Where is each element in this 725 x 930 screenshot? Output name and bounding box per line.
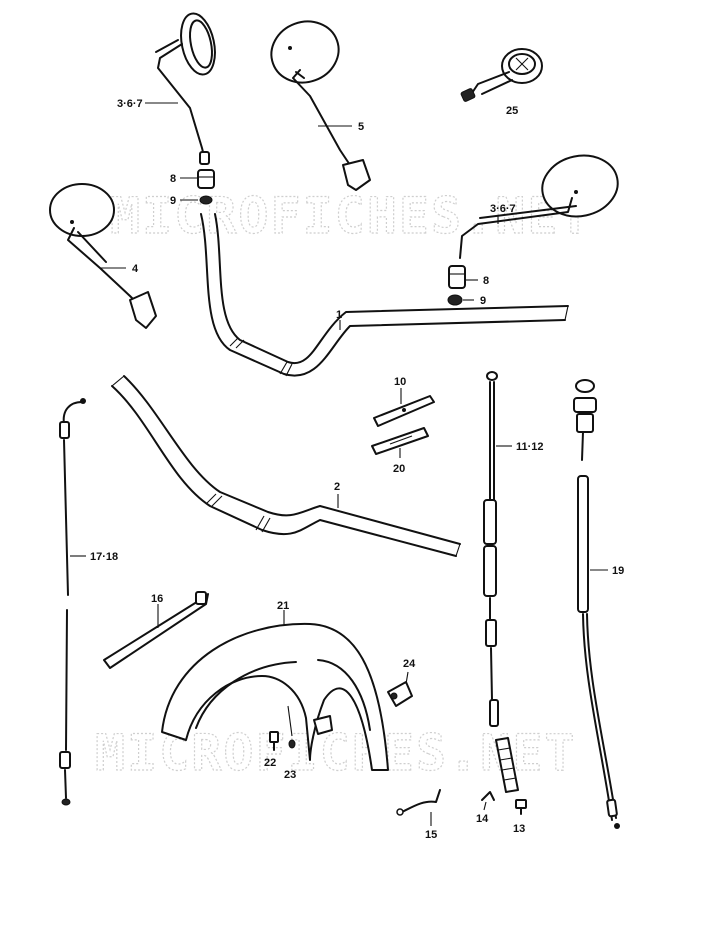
washer-right [447, 294, 463, 306]
label-nut-right: 8 [483, 275, 489, 287]
spring-15 [396, 789, 441, 816]
label-washer-left: 9 [170, 195, 176, 207]
label-fender-21: 21 [277, 600, 289, 612]
label-handlebar-2: 2 [334, 481, 340, 493]
bolt-22 [269, 731, 279, 751]
gauge-25 [460, 48, 543, 102]
label-cable-11-12: 11·12 [516, 441, 544, 453]
cable-17-18 [59, 398, 86, 806]
pin-14 [481, 791, 495, 801]
label-mirror-lower-right: 3·6·7 [490, 203, 516, 215]
label-cable-17-18: 17·18 [90, 551, 118, 563]
label-washer-23: 23 [284, 769, 296, 781]
label-mirror-upper-right: 5 [358, 121, 364, 133]
label-strap-20: 20 [393, 463, 405, 475]
mirror-lower-right [459, 154, 619, 259]
label-spring-15: 15 [425, 829, 437, 841]
watermark-top: MICROFICHES.NET [110, 187, 592, 245]
label-cable-19: 19 [612, 565, 624, 577]
strap-20 [371, 427, 429, 455]
cable-19 [573, 379, 620, 829]
cable-11-12 [483, 371, 519, 793]
handlebar-1 [200, 213, 569, 377]
mirror-upper-right [270, 20, 371, 191]
label-bolt-22: 22 [264, 757, 276, 769]
label-strap-10: 10 [394, 376, 406, 388]
label-washer-right: 9 [480, 295, 486, 307]
strap-16 [103, 591, 209, 669]
bolt-13 [515, 799, 527, 815]
handlebar-2 [111, 375, 461, 557]
knob-24 [387, 681, 413, 707]
nut-left [197, 169, 215, 189]
label-mirror-lower-left: 4 [132, 263, 139, 275]
nut-right [448, 265, 466, 289]
label-handlebar-1: 1 [336, 309, 342, 321]
label-knob-24: 24 [403, 658, 416, 670]
label-nut-left: 8 [170, 173, 176, 185]
label-pin-14: 14 [476, 813, 489, 825]
strap-10 [373, 395, 435, 427]
label-gauge: 25 [506, 105, 518, 117]
label-strap-16: 16 [151, 593, 163, 605]
washer-left [199, 195, 213, 205]
mirror-lower-left [49, 183, 157, 329]
label-bolt-13: 13 [513, 823, 525, 835]
label-mirror-upper-left: 3·6·7 [117, 98, 143, 110]
washer-23 [288, 739, 296, 749]
mirror-upper-left [155, 12, 216, 165]
